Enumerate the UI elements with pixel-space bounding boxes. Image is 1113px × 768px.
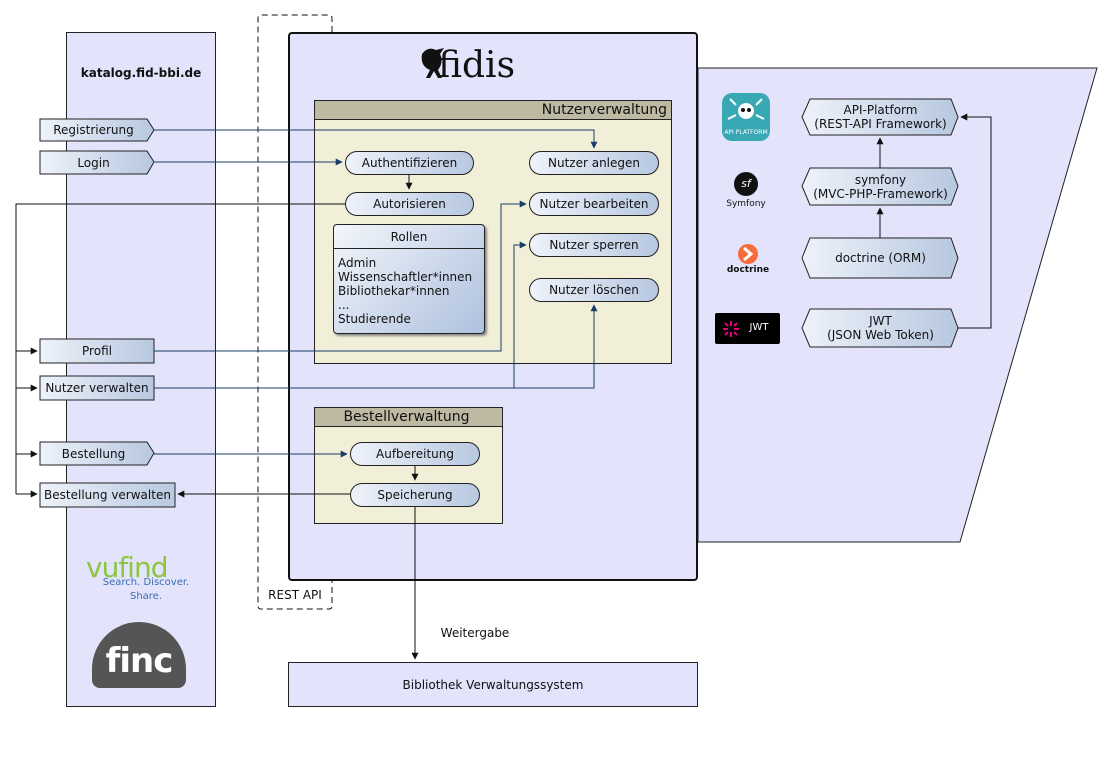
jwt-flower-icon (723, 321, 739, 337)
authentifizieren-step[interactable]: Authentifizieren (345, 151, 474, 175)
rolle-item: Wissenschaftler*innen (338, 270, 473, 284)
api-platform-shape (801, 98, 959, 136)
doctrine-shape (801, 237, 959, 279)
autorisieren-step[interactable]: Autorisieren (345, 192, 474, 216)
registrierung-button[interactable]: Registrierung (53, 123, 134, 137)
nutzer-verwalten-button[interactable]: Nutzer verwalten (45, 381, 149, 395)
finc-logo-shape (92, 622, 186, 688)
vufind-tagline: Search. Discover. Share. (86, 577, 206, 602)
bestellung-button[interactable]: Bestellung (61, 446, 126, 461)
nutzer-bearbeiten-step[interactable]: Nutzer bearbeiten (529, 192, 659, 216)
speicherung-step[interactable]: Speicherung (350, 483, 480, 507)
bestellverwaltung-title: Bestellverwaltung (314, 407, 503, 427)
symfony-caption: Symfony (726, 199, 766, 209)
symfony-mark: sf (741, 177, 751, 190)
profil-button[interactable]: Profil (82, 344, 112, 358)
jwt-shape (801, 308, 959, 348)
bestellung-verwalten-button[interactable]: Bestellung verwalten (44, 488, 171, 502)
api-platform-caption: API PLATFORM (724, 129, 768, 136)
rolle-item: Admin (338, 256, 377, 270)
nutzerverwaltung-title: Nutzerverwaltung (314, 100, 672, 120)
login-shape (39, 150, 155, 175)
jwt-caption: JWT (749, 322, 769, 333)
spider-icon (722, 93, 770, 141)
symfony-label: symfony (MVC-PHP-Framework) (813, 172, 948, 201)
rolle-item: Studierende (338, 312, 411, 326)
doctrine-label: doctrine (ORM) (835, 251, 926, 265)
rolle-item: Bibliothekar*innen (338, 284, 450, 298)
doctrine-caption: doctrine (726, 265, 770, 275)
bibliothek-verwaltungssystem: Bibliothek Verwaltungssystem (288, 662, 698, 707)
symfony-icon (734, 172, 758, 196)
nutzer-sperren-step[interactable]: Nutzer sperren (529, 233, 659, 257)
tech-stack-panel (697, 67, 1098, 543)
api-platform-label: API-Platform (REST-API Framework) (814, 103, 947, 131)
site-title: katalog.fid-bbi.de (80, 66, 202, 80)
aufbereitung-step[interactable]: Aufbereitung (350, 442, 480, 466)
vufind-logo: vufind (86, 551, 168, 584)
rollen-title: Rollen (334, 225, 484, 249)
fidis-logo: fidis (438, 45, 516, 86)
login-button[interactable]: Login (77, 155, 110, 170)
doctrine-icon (738, 244, 758, 264)
nutzer-loeschen-step[interactable]: Nutzer löschen (529, 278, 659, 302)
finc-logo: finc (105, 641, 174, 681)
jwt-label: JWT (JSON Web Token) (827, 314, 934, 342)
registrierung-shape (39, 118, 155, 142)
nutzer-anlegen-step[interactable]: Nutzer anlegen (529, 151, 659, 175)
rolle-item: ... (338, 298, 350, 312)
weitergabe-label: Weitergabe (440, 626, 510, 640)
raven-icon (421, 48, 444, 78)
symfony-shape (801, 167, 959, 206)
rest-api-label: REST API (268, 588, 322, 602)
